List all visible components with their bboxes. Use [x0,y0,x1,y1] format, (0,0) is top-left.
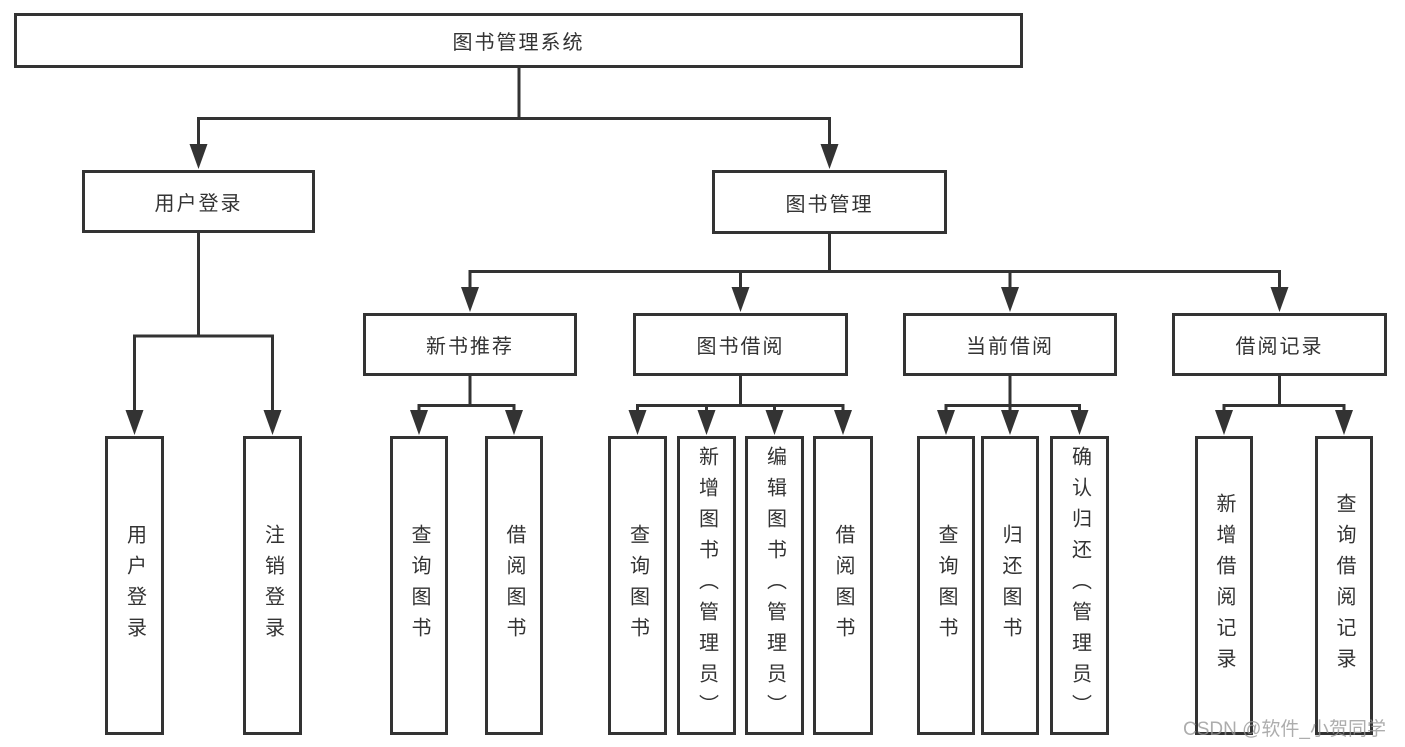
node-current-borrowing: 当前借阅 [903,313,1117,376]
node-label: 注销登录 [261,523,284,648]
leaf-query-borrow-record: 查询借阅记录 [1315,436,1373,735]
leaf-query-books-recommend: 查询图书 [390,436,448,735]
leaf-borrow-books-borrowing: 借阅图书 [813,436,873,735]
node-book-borrowing: 图书借阅 [633,313,848,376]
node-label: 查询图书 [626,523,649,648]
node-label: 新增图书（管理员） [695,446,718,725]
node-label: 新增借阅记录 [1213,492,1235,679]
node-book-management: 图书管理 [712,170,947,234]
node-label: 借阅图书 [832,523,854,648]
leaf-add-borrow-record: 新增借阅记录 [1195,436,1253,735]
node-label: 图书管理 [785,193,874,216]
node-label: 查询图书 [935,523,957,648]
node-label: 图书借阅 [696,336,785,358]
leaf-query-books-borrowing: 查询图书 [608,436,667,735]
node-label: 新书推荐 [426,336,514,358]
node-label: 编辑图书（管理员） [763,446,786,725]
leaf-confirm-return-admin: 确认归还（管理员） [1050,436,1109,735]
leaf-add-books-admin: 新增图书（管理员） [677,436,736,735]
node-label: 借阅图书 [503,523,525,648]
node-label: 查询图书 [408,523,430,648]
node-label: 用户登录 [123,523,146,648]
node-label: 借阅记录 [1235,336,1324,358]
node-label: 确认归还（管理员） [1068,446,1091,725]
leaf-query-books-current: 查询图书 [917,436,975,735]
node-label: 归还图书 [999,523,1021,648]
node-new-book-recommend: 新书推荐 [363,313,577,376]
leaf-borrow-books-recommend: 借阅图书 [485,436,543,735]
node-user-login: 用户登录 [82,170,315,233]
leaf-user-login: 用户登录 [105,436,164,735]
leaf-logout: 注销登录 [243,436,302,735]
leaf-return-books: 归还图书 [981,436,1039,735]
leaf-edit-books-admin: 编辑图书（管理员） [745,436,804,735]
node-label: 用户登录 [154,193,243,215]
node-label: 图书管理系统 [452,32,585,54]
node-library-management-system: 图书管理系统 [14,13,1023,68]
node-borrowing-records: 借阅记录 [1172,313,1387,376]
node-label: 当前借阅 [966,336,1054,358]
node-label: 查询借阅记录 [1333,492,1355,679]
csdn-watermark: CSDN @软件_小贺同学 [1183,719,1386,740]
